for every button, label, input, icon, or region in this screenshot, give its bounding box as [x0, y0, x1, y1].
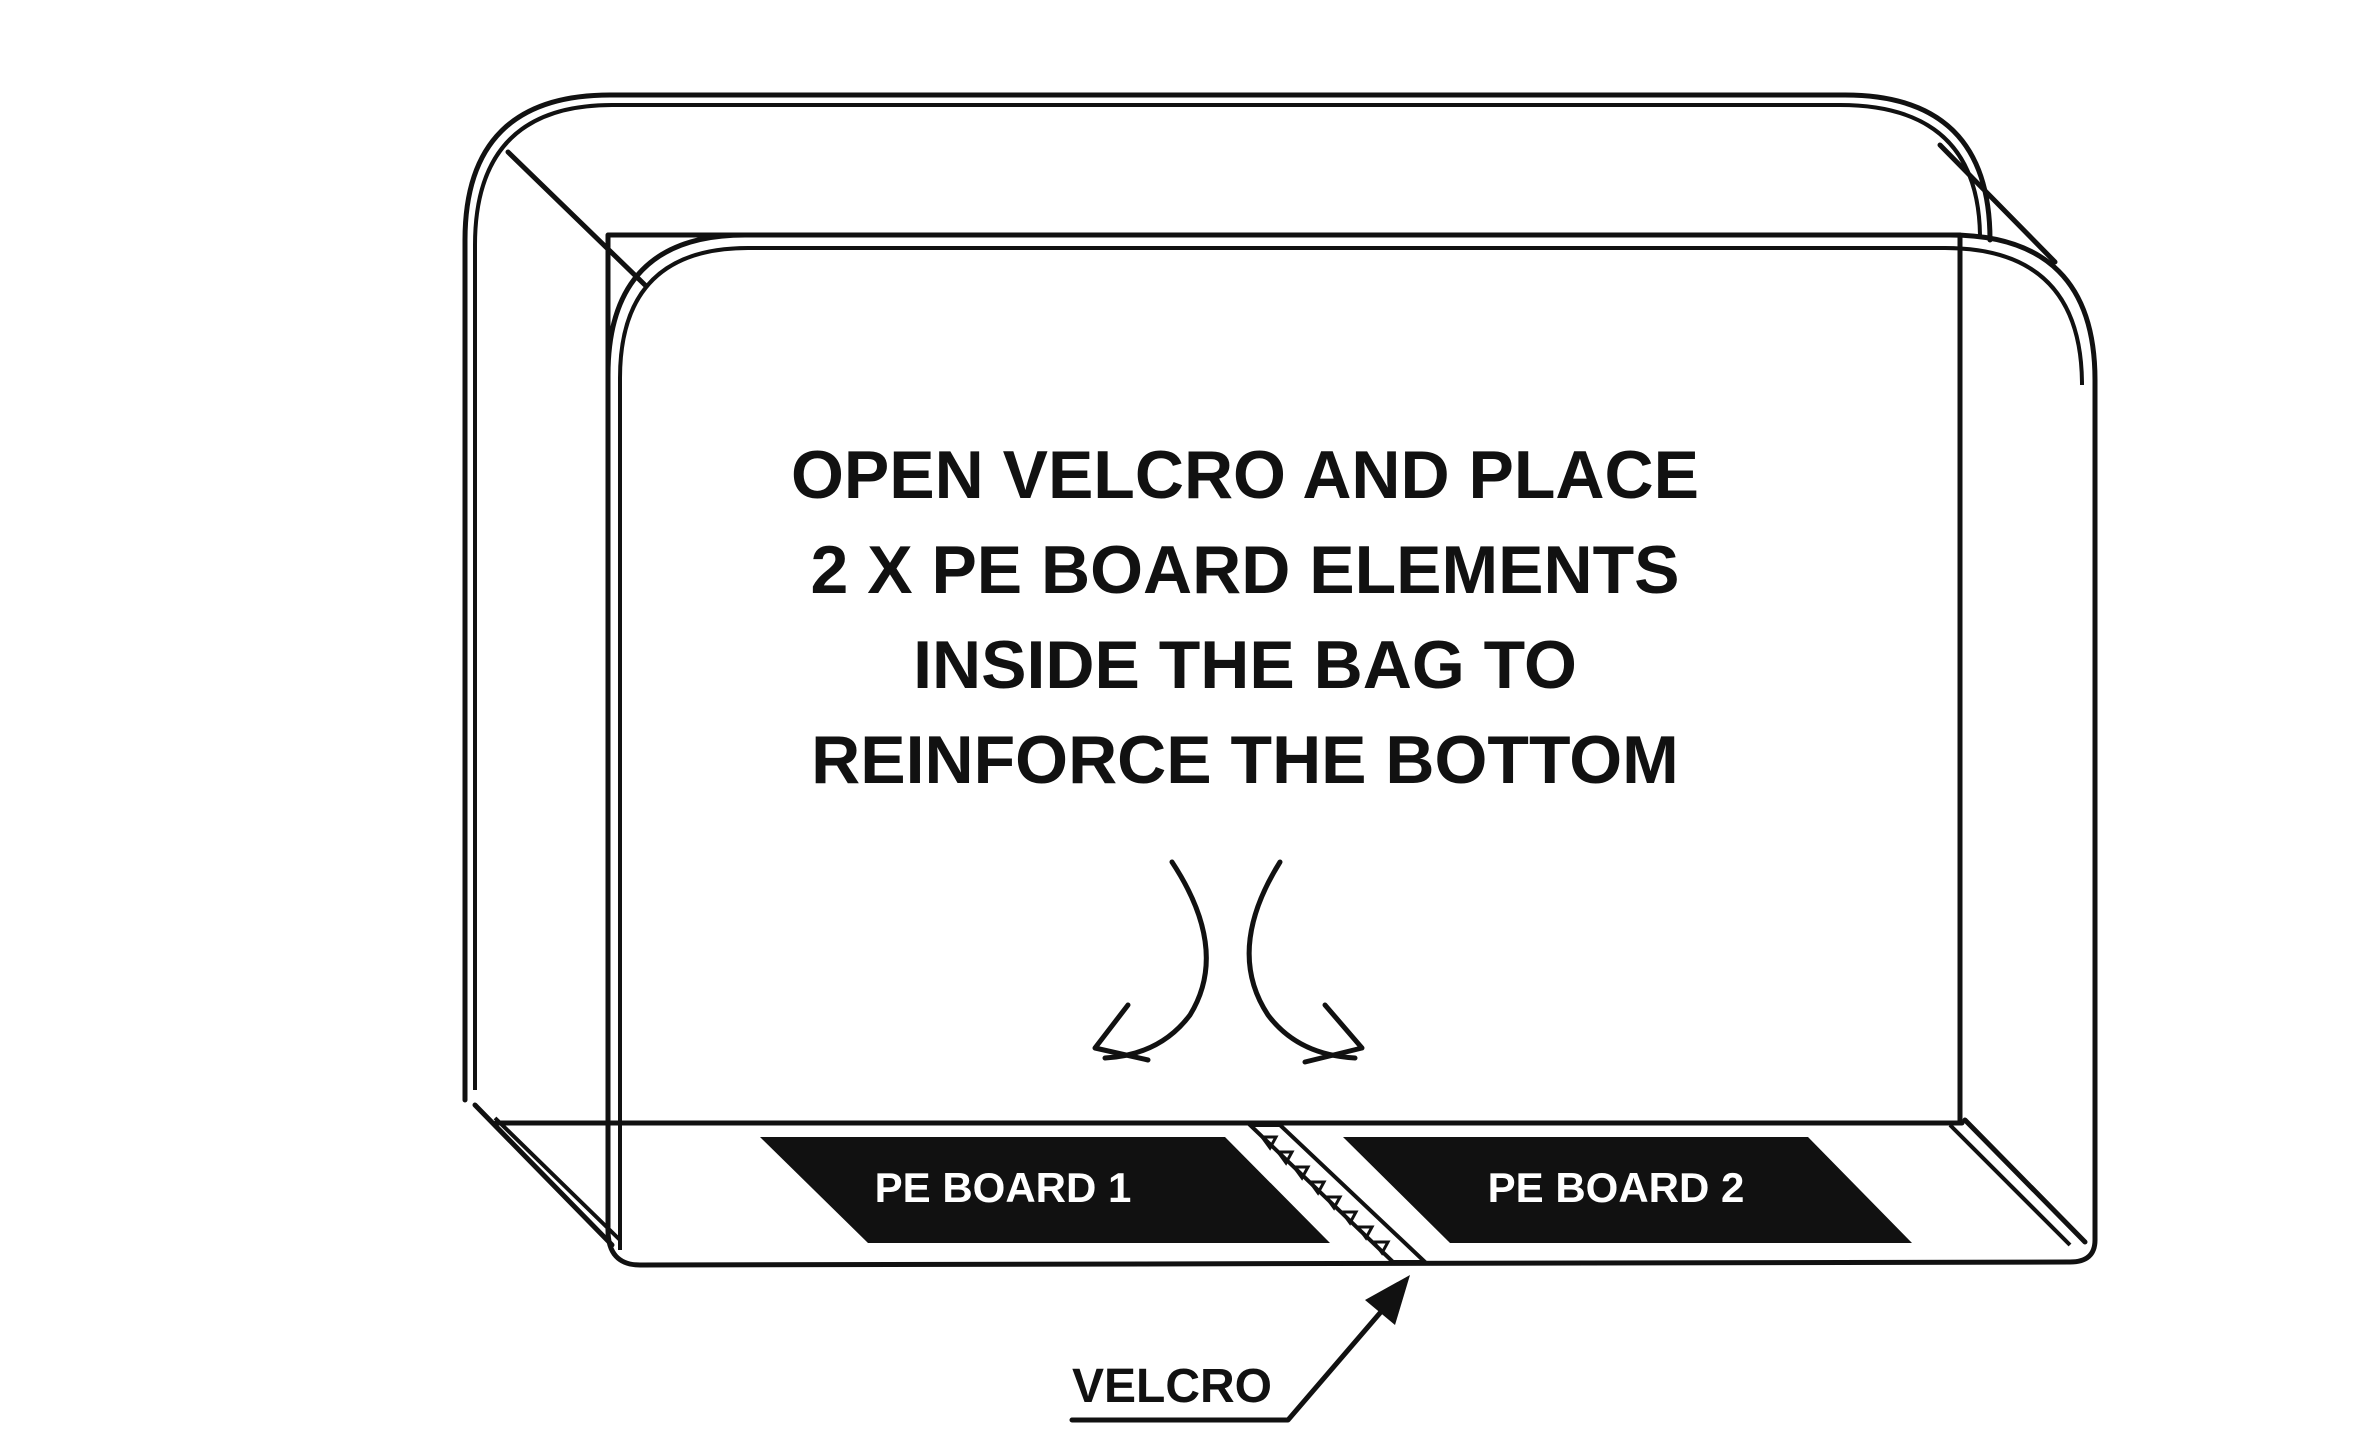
- instruction-line-3: INSIDE THE BAG TO: [913, 627, 1577, 703]
- bag-edge-bottom-left-2: [493, 1116, 622, 1242]
- pointer-arrow-icon: [1069, 1275, 1410, 1423]
- instruction-line-2: 2 X PE BOARD ELEMENTS: [810, 532, 1679, 608]
- pe-board-2-label: PE BOARD 2: [1488, 1164, 1745, 1211]
- bag-front-panel-inner: [618, 246, 2084, 1250]
- velcro-strip: [1245, 1123, 1431, 1264]
- pe-board-1: [760, 1137, 1330, 1243]
- bag-edge-bottom-right: [1962, 1117, 2088, 1245]
- velcro-label: VELCRO: [1072, 1360, 1272, 1413]
- bag-edge-top-right: [1937, 142, 2058, 265]
- bag-back-panel-inner: [473, 103, 1982, 1090]
- pe-board-1-label: PE BOARD 1: [875, 1164, 1132, 1211]
- instruction-line-4: REINFORCE THE BOTTOM: [811, 722, 1679, 798]
- bag-edge-bottom-left: [472, 1102, 615, 1248]
- bag-edge-top-left: [505, 149, 648, 288]
- bag-back-panel: [462, 92, 1993, 1103]
- bag-edge-bottom-right-2: [1948, 1123, 2072, 1247]
- curved-arrow-right-icon: [1246, 859, 1365, 1065]
- pe-board-2: [1343, 1137, 1912, 1243]
- curved-arrow-left-icon: [1092, 859, 1209, 1063]
- instruction-line-1: OPEN VELCRO AND PLACE: [791, 437, 1699, 513]
